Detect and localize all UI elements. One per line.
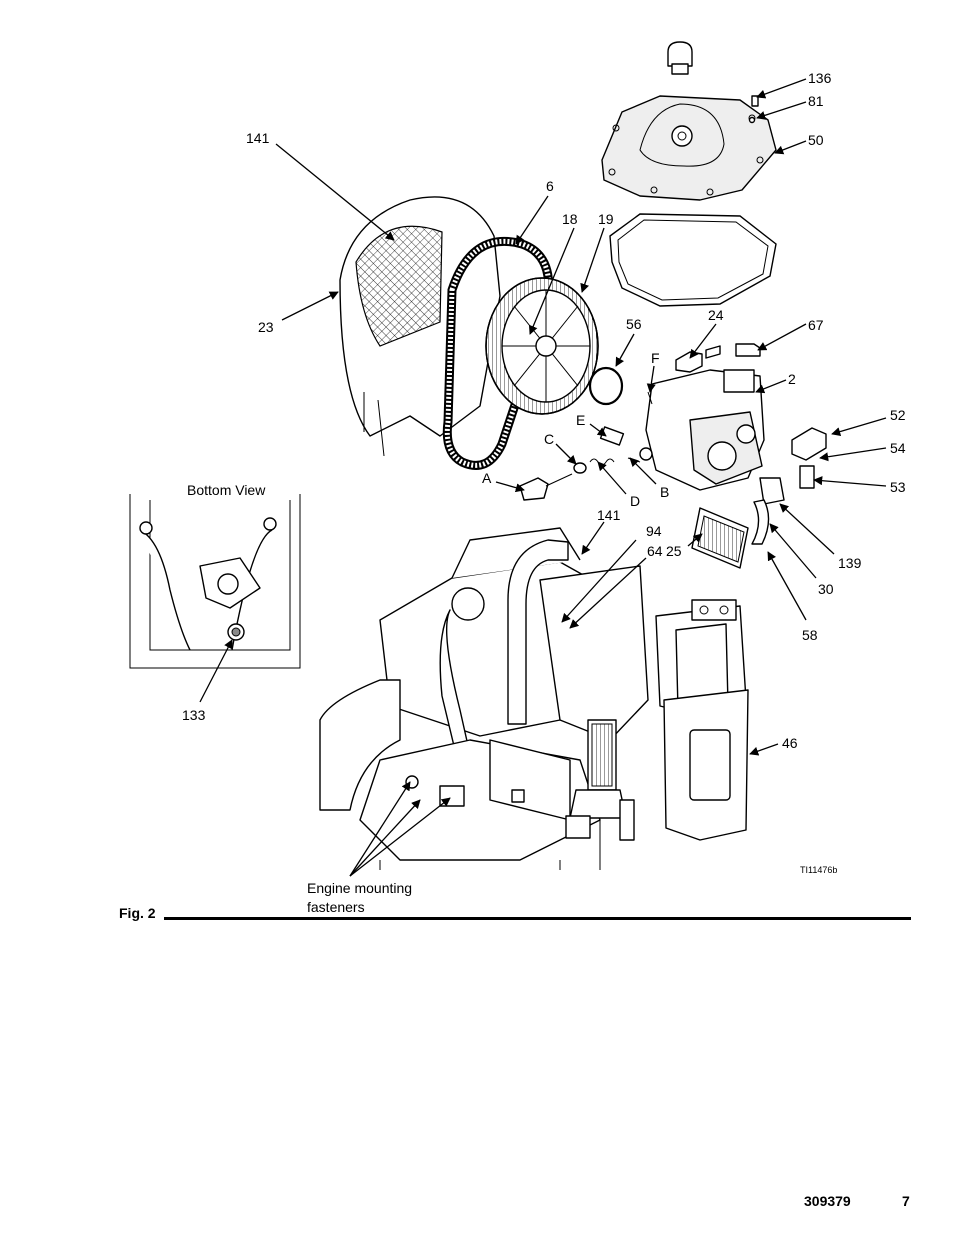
callout-label: C [544,431,554,447]
image-code: TI11476b [800,865,837,875]
callout-label: F [651,350,660,366]
callout-label: 30 [818,581,834,597]
small-parts-illustration [519,391,653,501]
callout-label: 54 [890,440,906,456]
figure-rule [164,917,911,920]
callout-label: 141 [597,507,621,523]
callout-label: 6 [546,178,554,194]
callout-label: 94 [646,523,662,539]
callout-label: 64 [647,543,663,559]
callout-label: A [482,470,492,486]
doc-number: 309379 [804,1193,851,1209]
callout-label: 56 [626,316,642,332]
belt-guard-illustration [339,196,501,457]
callout-label: B [660,484,669,500]
mounting-caption-line1: Engine mounting [307,880,412,896]
engine-illustration [319,527,649,870]
callout-label: 53 [890,479,906,495]
callout-label: 136 [808,70,832,86]
callout-label: 19 [598,211,614,227]
callout-labels: 136 81 50 141 6 18 19 23 56 24 67 F 2 E … [182,70,906,915]
callout-label: 81 [808,93,824,109]
callout-label: 2 [788,371,796,387]
figure-label: Fig. 2 [119,905,156,921]
callout-label: 24 [708,307,724,323]
callout-label: E [576,412,585,428]
mounting-caption-line2: fasteners [307,899,365,915]
callout-label: 58 [802,627,818,643]
page-number: 7 [902,1193,910,1209]
callout-label: 133 [182,707,206,723]
o-ring [588,366,624,406]
callout-label: 139 [838,555,862,571]
callout-label: 46 [782,735,798,751]
callout-label: 23 [258,319,274,335]
callout-label: 18 [562,211,578,227]
pump-assembly-illustration [655,599,749,841]
callout-label: 50 [808,132,824,148]
callout-label: 25 [666,543,682,559]
bottom-view-inset [129,494,301,669]
gear-cover-illustration [601,41,777,201]
callout-label: 67 [808,317,824,333]
callout-label: D [630,493,640,509]
callout-label: 52 [890,407,906,423]
hydraulic-pump-illustration [645,343,765,491]
leader-lines [199,78,887,877]
pulley-illustration [485,277,599,415]
callout-label: 141 [246,130,270,146]
inset-title: Bottom View [187,482,266,498]
cover-gasket [609,213,777,307]
